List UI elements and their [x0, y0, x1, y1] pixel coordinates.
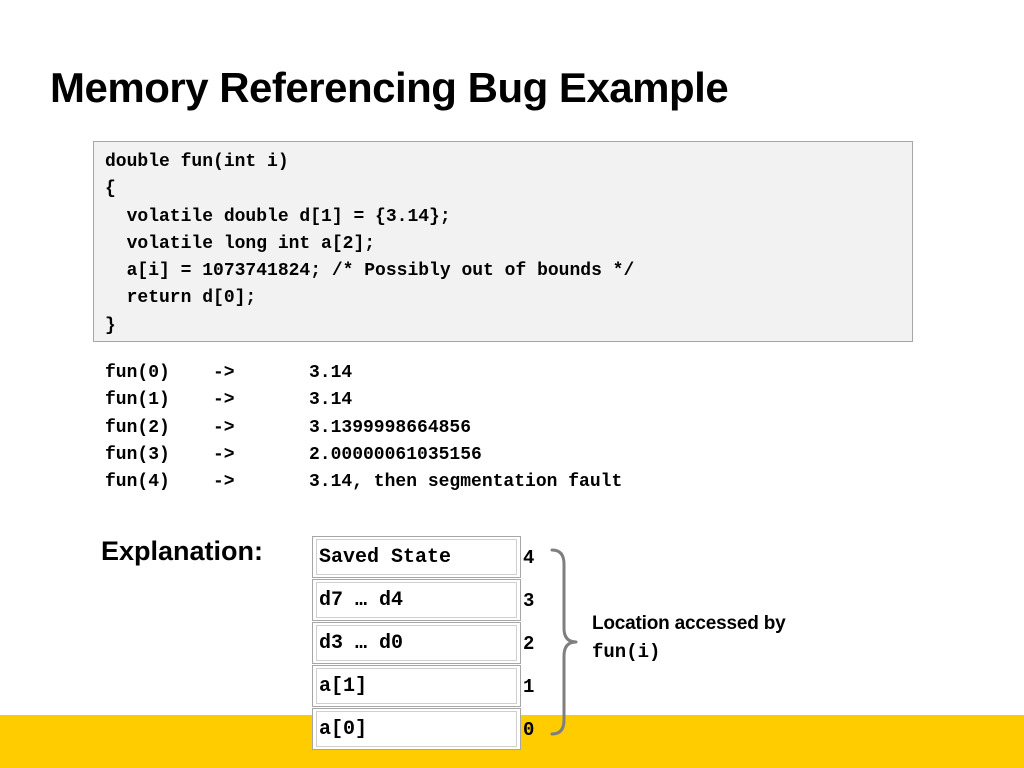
access-note-text: Location accessed by [592, 613, 786, 634]
result-arrow: -> [213, 390, 235, 411]
memory-index-column: 4 3 2 1 0 [523, 543, 534, 758]
memory-index: 2 [523, 633, 535, 655]
result-value: 3.14 [309, 390, 353, 411]
memory-cell-d7-d4: d7 … d4 [312, 579, 521, 621]
results-list: fun(0) -> 3.14 fun(1) -> 3.14 fun(2) -> … [105, 360, 622, 496]
memory-index: 1 [523, 676, 535, 698]
code-line: a[i] = 1073741824; /* Possibly out of bo… [105, 261, 635, 282]
code-line: volatile double d[1] = {3.14}; [105, 206, 451, 227]
result-call: fun(0) [105, 363, 170, 383]
memory-cell-label: d7 … d4 [319, 589, 404, 612]
result-call: fun(1) [105, 390, 170, 411]
code-line: volatile long int a[2]; [105, 233, 376, 254]
result-value: 3.14, then segmentation fault [309, 472, 623, 493]
result-call: fun(3) [105, 444, 170, 465]
result-arrow: -> [213, 472, 235, 493]
memory-index: 0 [523, 719, 535, 741]
result-value: 3.14 [309, 363, 353, 383]
code-line: double fun(int i) [105, 152, 289, 172]
result-arrow: -> [213, 363, 235, 383]
memory-layout-table: Saved State d7 … d4 d3 … d0 a[1] a[0] [312, 536, 521, 751]
curly-brace-icon [550, 548, 578, 736]
explanation-label: Explanation: [101, 536, 264, 566]
memory-cell-label: a[1] [319, 675, 368, 698]
result-call: fun(4) [105, 472, 170, 493]
result-arrow: -> [213, 444, 235, 465]
access-note-code: fun(i) [592, 641, 661, 663]
memory-index: 3 [523, 590, 535, 612]
result-row: fun(2) -> 3.1399998664856 [105, 415, 622, 442]
result-row: fun(0) -> 3.14 [105, 360, 622, 387]
memory-cell-label: d3 … d0 [319, 632, 404, 655]
memory-cell-a1: a[1] [312, 665, 521, 707]
memory-index: 4 [523, 547, 535, 569]
result-value: 3.1399998664856 [309, 417, 472, 438]
code-block: double fun(int i) { volatile double d[1]… [93, 141, 913, 342]
code-line: } [105, 315, 116, 336]
memory-cell-label: Saved State [319, 546, 452, 569]
result-arrow: -> [213, 417, 235, 438]
result-row: fun(3) -> 2.00000061035156 [105, 442, 622, 469]
memory-cell-label: a[0] [319, 718, 368, 741]
memory-cell-saved-state: Saved State [312, 536, 521, 578]
slide-title: Memory Referencing Bug Example [50, 64, 729, 111]
access-note: Location accessed by fun(i) [592, 613, 786, 663]
result-value: 2.00000061035156 [309, 444, 482, 465]
result-call: fun(2) [105, 417, 170, 438]
code-line: { [105, 179, 116, 200]
result-row: fun(1) -> 3.14 [105, 387, 622, 414]
memory-cell-d3-d0: d3 … d0 [312, 622, 521, 664]
result-row: fun(4) -> 3.14, then segmentation fault [105, 469, 622, 496]
code-line: return d[0]; [105, 288, 257, 309]
memory-cell-a0: a[0] [312, 708, 521, 750]
